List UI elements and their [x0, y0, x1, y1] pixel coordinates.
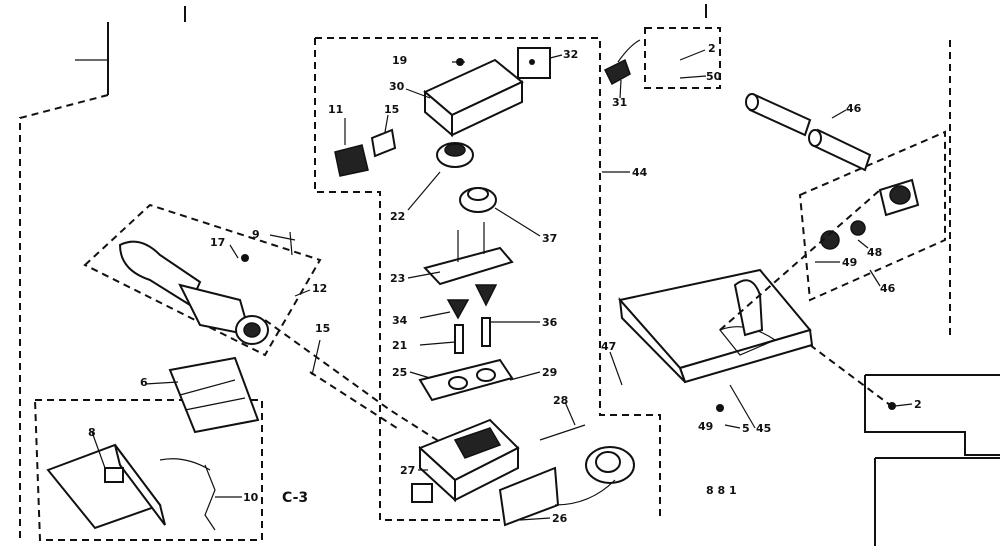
callout-46-right: 46 [880, 282, 896, 295]
callout-11: 11 [328, 103, 343, 116]
callout-12: 12 [312, 282, 327, 295]
callout-26: 26 [552, 512, 568, 525]
bushing-parts [436, 142, 497, 213]
callout-15-left: 15 [315, 322, 330, 335]
callout-9: 9 [252, 228, 260, 241]
callout-37: 37 [542, 232, 557, 245]
callout-29: 29 [542, 366, 557, 379]
callout-8: 8 [88, 426, 96, 439]
callout-50: 50 [706, 70, 722, 83]
callout-17: 17 [210, 236, 225, 249]
middle-plates [418, 222, 514, 402]
left-burner-assembly [118, 231, 296, 345]
callout-25: 25 [392, 366, 407, 379]
callout-21: 21 [392, 339, 407, 352]
callout-5: 5 [742, 422, 750, 435]
callout-27: 27 [400, 464, 415, 477]
callout-45: 45 [756, 422, 771, 435]
callout-22: 22 [390, 210, 405, 223]
callout-28: 28 [553, 394, 568, 407]
callout-46-upper: 46 [846, 102, 862, 115]
lower-valve-body [411, 418, 635, 527]
callout-49-lower: 49 [698, 420, 713, 433]
callout-30: 30 [389, 80, 405, 93]
diagram-boundary-lines [19, 4, 1000, 546]
callout-19: 19 [392, 54, 407, 67]
callout-36: 36 [542, 316, 558, 329]
callout-44: 44 [632, 166, 648, 179]
right-plate-assembly [618, 93, 920, 412]
callout-numbers: 19 32 30 11 15 31 2 50 46 44 22 37 23 17… [88, 42, 922, 525]
sheet-label: C-3 [282, 490, 308, 506]
callout-10: 10 [243, 491, 259, 504]
left-control-box [46, 356, 260, 531]
callout-48: 48 [867, 246, 882, 259]
upper-bracket-assembly [334, 39, 641, 177]
callout-15-upper: 15 [384, 103, 399, 116]
callout-49-upper: 49 [842, 256, 857, 269]
callout-2-right: 2 [914, 398, 922, 411]
leader-lines [91, 49, 913, 521]
footer-mark: 8 8 1 [706, 484, 737, 497]
callout-6: 6 [140, 376, 148, 389]
callout-2-upper: 2 [708, 42, 716, 55]
callout-23: 23 [390, 272, 405, 285]
callout-47: 47 [601, 340, 616, 353]
callout-32: 32 [563, 48, 578, 61]
callout-34: 34 [392, 314, 408, 327]
callout-31: 31 [612, 96, 627, 109]
